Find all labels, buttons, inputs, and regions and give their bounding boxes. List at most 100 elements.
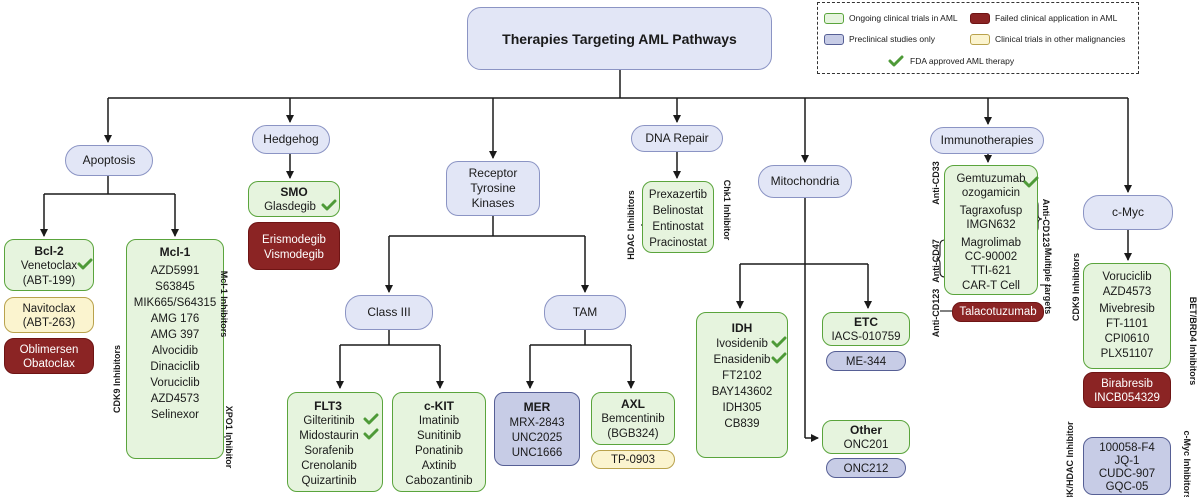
pathway-immunotherapies: Immunotherapies xyxy=(930,127,1044,154)
drug-onc201: ONC201 xyxy=(843,439,889,451)
check-icon xyxy=(1023,176,1039,188)
box-navitoclax: Navitoclax (ABT-263) xyxy=(4,297,94,333)
drug-cabozantinib: Cabozantinib xyxy=(405,475,473,487)
drug-axtinib: Axtinib xyxy=(421,460,457,472)
label-mcl-1-inhibitors: Mcl-1 Inhibitors xyxy=(219,270,229,338)
pathway-c-myc: c-Myc xyxy=(1083,195,1173,230)
drug-cb839: CB839 xyxy=(724,418,760,430)
label-xpo1-inhibitor: XPO1 Inhibitor xyxy=(224,405,234,469)
drug-mik665: MIK665/S64315 xyxy=(133,297,217,309)
label-bet-brd4-inhibitors: BET/BRD4 Inhibitors xyxy=(1188,296,1198,386)
drug-sunitinib: Sunitinib xyxy=(416,430,462,442)
rtk-line-2: Tyrosine xyxy=(470,181,516,195)
check-icon xyxy=(771,352,787,364)
mcl-1-heading: Mcl-1 xyxy=(159,245,191,259)
drug-jq-1: JQ-1 xyxy=(1114,455,1140,467)
drug-alvocidib: Alvocidib xyxy=(151,345,199,357)
drug-abt-199: (ABT-199) xyxy=(22,275,76,287)
drug-voruciclib: Voruciclib xyxy=(150,377,200,389)
drug-bay143602: BAY143602 xyxy=(711,386,773,398)
drug-incb054329: INCB054329 xyxy=(1094,392,1160,404)
label-cdk9-inhibitors-right: CDK9 Inhibitors xyxy=(1071,253,1081,322)
box-flt3: FLT3 Gilteritinib Midostaurin Sorafenib … xyxy=(287,392,383,492)
drug-voruciclib-cmyc: Voruciclib xyxy=(1102,271,1152,283)
drug-amg-397: AMG 397 xyxy=(150,329,200,341)
check-icon xyxy=(363,428,379,440)
box-mer: MER MRX-2843 UNC2025 UNC1666 xyxy=(494,392,580,466)
drug-magrolimab: Magrolimab xyxy=(960,237,1022,249)
check-icon xyxy=(888,55,904,67)
drug-glasdegib: Glasdegib xyxy=(264,201,316,213)
drug-obatoclax: Obatoclax xyxy=(23,358,75,370)
label-pi3k-hdac-inhibitor: PI3K/HDAC Inhibitor xyxy=(1065,421,1075,497)
drug-tagraxofusp: Tagraxofusp xyxy=(959,205,1023,217)
axl-heading: AXL xyxy=(621,397,645,411)
drug-bgb324: (BGB324) xyxy=(607,428,659,440)
pathway-tam: TAM xyxy=(544,295,626,330)
etc-heading: ETC xyxy=(854,315,878,329)
label-multiple-targets: Multiple targets xyxy=(1043,247,1053,315)
mer-heading: MER xyxy=(523,400,551,414)
drug-idh305: IDH305 xyxy=(722,402,762,414)
drug-quizartinib: Quizartinib xyxy=(301,475,357,487)
drug-vismodegib: Vismodegib xyxy=(264,249,324,261)
drug-amg-176: AMG 176 xyxy=(150,313,200,325)
rtk-line-1: Receptor xyxy=(468,166,518,180)
box-talacotuzumab: Talacotuzumab xyxy=(952,302,1044,322)
label-anti-cd123-left: Anti-CD123 xyxy=(931,288,941,338)
legend-swatch-failed xyxy=(970,13,990,24)
diagram-title: Therapies Targeting AML Pathways xyxy=(467,7,772,70)
pathway-mitochondria: Mitochondria xyxy=(758,165,852,198)
drug-me-344: ME-344 xyxy=(845,356,887,368)
label-hdac-inhibitors: HDAC Inhibitors xyxy=(626,190,636,260)
pathway-class-iii: Class III xyxy=(345,295,433,330)
drug-car-t-cell: CAR-T Cell xyxy=(962,280,1020,292)
box-axl: AXL Bemcentinib (BGB324) xyxy=(591,392,675,445)
legend-swatch-preclinical xyxy=(824,34,844,45)
pathway-receptor-tyrosine-kinases: Receptor Tyrosine Kinases xyxy=(446,161,540,216)
box-etc: ETC IACS-010759 xyxy=(822,312,910,346)
check-icon xyxy=(771,336,787,348)
drug-entinostat: Entinostat xyxy=(652,221,704,233)
box-mcl-1: Mcl-1 AZD5991 S63845 MIK665/S64315 AMG 1… xyxy=(126,239,224,459)
label-cdk9-inhibitors-left: CDK9 Inhibitors xyxy=(112,345,122,414)
box-erismodegib: Erismodegib Vismodegib xyxy=(248,222,340,270)
legend-swatch-other-malignancies xyxy=(970,34,990,45)
legend-fda: FDA approved AML therapy xyxy=(910,56,1015,66)
check-icon xyxy=(321,199,337,211)
box-c-myc-preclinical: 100058-F4 JQ-1 CUDC-907 GQC-05 xyxy=(1083,437,1171,495)
other-heading: Other xyxy=(849,423,882,437)
drug-azd4573-cmyc: AZD4573 xyxy=(1102,286,1152,298)
check-icon xyxy=(77,258,93,270)
drug-erismodegib: Erismodegib xyxy=(262,234,326,246)
drug-unc1666: UNC1666 xyxy=(511,447,563,459)
box-c-kit: c-KIT Imatinib Sunitinib Ponatinib Axtin… xyxy=(392,392,486,492)
label-anti-cd47: Anti-CD47 xyxy=(931,239,941,283)
legend: Ongoing clinical trials in AML Failed cl… xyxy=(817,2,1139,74)
label-c-myc-inhibitors: c-Myc Inhibitors xyxy=(1182,430,1192,497)
drug-birabresib: Birabresib xyxy=(1101,378,1153,390)
drug-azd4573: AZD4573 xyxy=(150,393,200,405)
pathway-dna-repair: DNA Repair xyxy=(631,125,723,152)
drug-navitoclax: Navitoclax xyxy=(22,303,76,315)
drug-imatinib: Imatinib xyxy=(418,415,460,427)
legend-preclinical: Preclinical studies only xyxy=(849,34,935,44)
drug-midostaurin: Midostaurin xyxy=(299,430,359,442)
idh-heading: IDH xyxy=(731,321,753,335)
box-oblimersen: Oblimersen Obatoclax xyxy=(4,338,94,374)
drug-onc212: ONC212 xyxy=(843,463,889,475)
drug-s63845: S63845 xyxy=(155,281,195,293)
drug-ft2102: FT2102 xyxy=(722,370,762,382)
drug-sorafenib: Sorafenib xyxy=(304,445,354,457)
drug-plx51107: PLX51107 xyxy=(1100,348,1154,360)
box-idh: IDH Ivosidenib Enasidenib FT2102 BAY1436… xyxy=(696,312,788,458)
smo-heading: SMO xyxy=(280,185,308,199)
drug-enasidenib: Enasidenib xyxy=(713,354,771,366)
drug-100058-f4: 100058-F4 xyxy=(1099,442,1155,454)
box-me-344: ME-344 xyxy=(826,351,906,371)
box-c-myc: Voruciclib AZD4573 Mivebresib FT-1101 CP… xyxy=(1083,263,1171,369)
legend-failed: Failed clinical application in AML xyxy=(995,13,1118,23)
box-smo: SMO Glasdegib xyxy=(248,181,340,217)
drug-azd5991: AZD5991 xyxy=(150,265,200,277)
